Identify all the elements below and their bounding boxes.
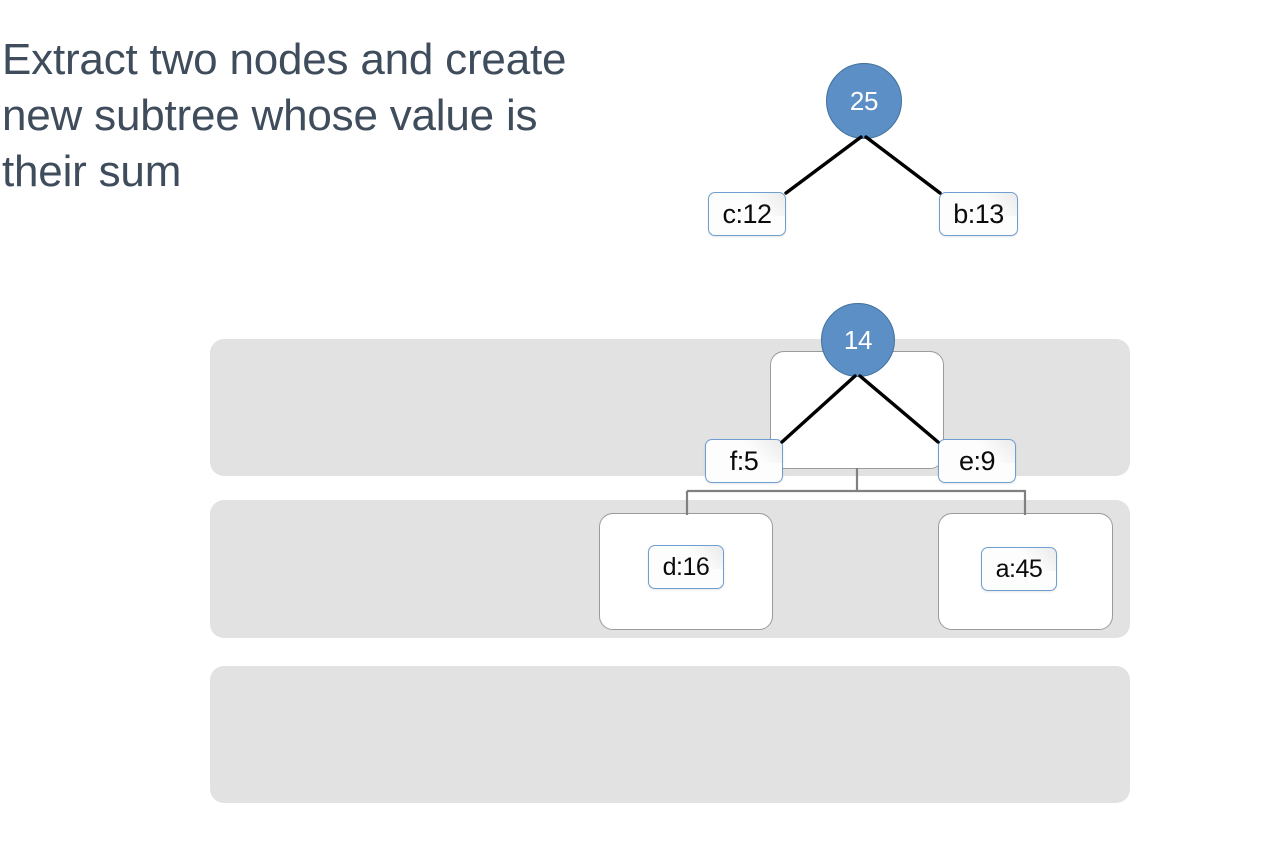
tree-leaf-c[interactable]: c:12 xyxy=(708,192,786,236)
tree-leaf-e[interactable]: e:9 xyxy=(938,439,1016,483)
tree-node-root-14[interactable]: 14 xyxy=(821,303,895,377)
page-title: Extract two nodes and create new subtree… xyxy=(2,35,567,196)
tree-node-root-25[interactable]: 25 xyxy=(826,63,902,139)
tree-leaf-a[interactable]: a:45 xyxy=(981,547,1057,591)
tree-leaf-f[interactable]: f:5 xyxy=(705,439,783,483)
placeholder-band-3 xyxy=(210,666,1130,803)
tree-leaf-b[interactable]: b:13 xyxy=(939,192,1018,236)
tree-leaf-d[interactable]: d:16 xyxy=(648,545,724,589)
